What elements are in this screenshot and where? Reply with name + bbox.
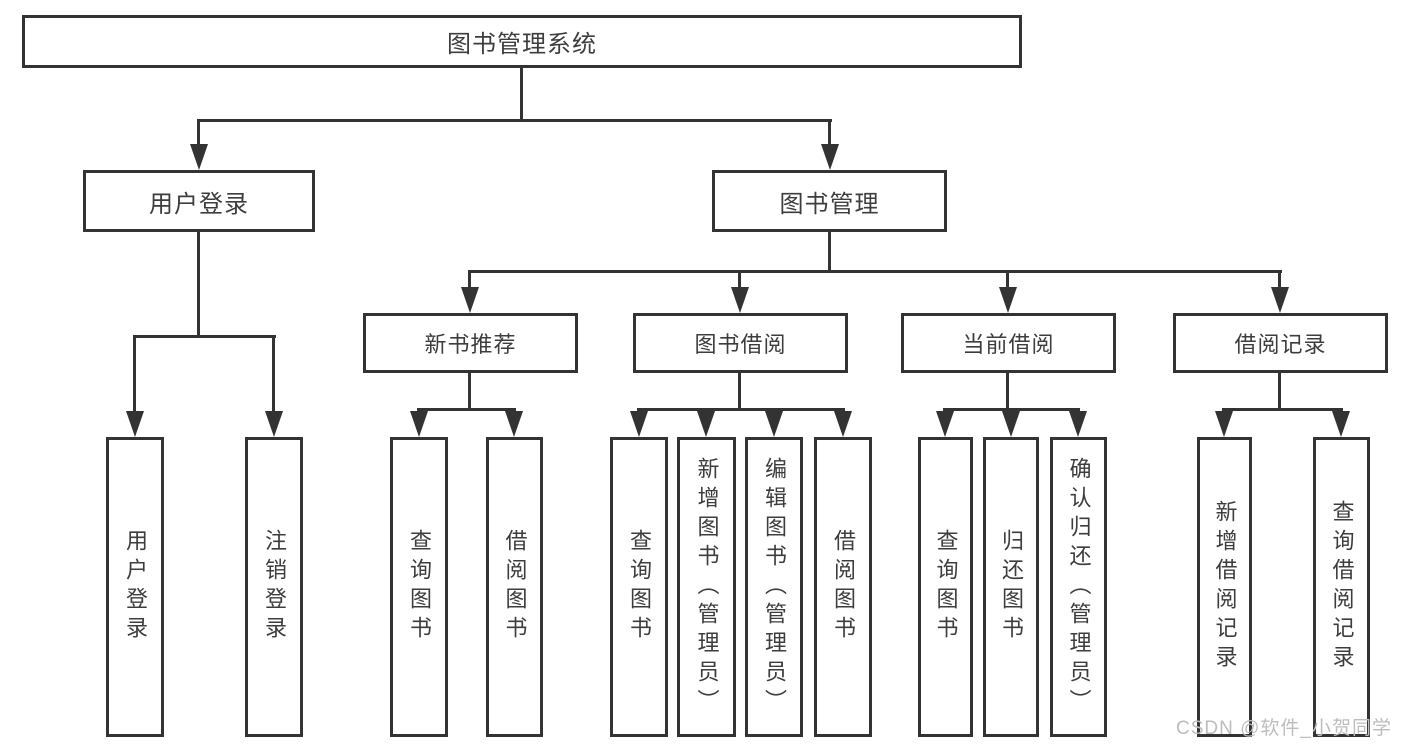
watermark-text: CSDN @软件_小贺同学 bbox=[1176, 718, 1392, 739]
node-borrowing-records: 借阅记录 bbox=[1173, 313, 1388, 373]
leaf-logout: 注销登录 bbox=[245, 437, 303, 737]
connector-root-stem bbox=[520, 68, 523, 121]
connector-level2-hline bbox=[468, 270, 1282, 273]
leaf-label: 确认归还（管理员） bbox=[1066, 456, 1092, 718]
node-user-login: 用户登录 bbox=[83, 170, 315, 232]
connector-book-stem bbox=[828, 232, 831, 272]
node-book-management: 图书管理 bbox=[712, 170, 947, 232]
connector-book-mgmt-drop bbox=[828, 119, 831, 146]
arrow-down-icon bbox=[126, 411, 144, 437]
leaf-label: 查询图书 bbox=[627, 529, 652, 645]
arrow-down-icon bbox=[765, 411, 783, 437]
leaf-borrow-books-b: 借阅图书 bbox=[814, 437, 872, 737]
arrow-down-icon bbox=[1002, 411, 1020, 437]
leaf-label: 查询借阅记录 bbox=[1329, 500, 1355, 674]
leaf-label: 借阅图书 bbox=[831, 529, 856, 645]
arrow-down-icon bbox=[505, 411, 523, 437]
connector-records-drop bbox=[1278, 270, 1281, 287]
arrow-down-icon bbox=[731, 287, 749, 313]
connector-borrow-drop bbox=[738, 270, 741, 287]
connector-level1-hline bbox=[197, 119, 832, 122]
connector-current-drop bbox=[1006, 270, 1009, 287]
connector-groupD-hline bbox=[1222, 408, 1343, 411]
leaf-label: 编辑图书（管理员） bbox=[762, 456, 787, 718]
connector-groupB-hline bbox=[637, 408, 845, 411]
arrow-down-icon bbox=[461, 287, 479, 313]
arrow-down-icon bbox=[410, 411, 428, 437]
leaf-label: 注销登录 bbox=[262, 529, 287, 645]
node-new-book-recommend: 新书推荐 bbox=[363, 313, 578, 373]
connector-groupA-stem bbox=[468, 373, 471, 410]
leaf-query-borrow-record: 查询借阅记录 bbox=[1313, 437, 1370, 737]
leaf-add-borrow-record: 新增借阅记录 bbox=[1197, 437, 1252, 737]
leaf-label: 新增图书（管理员） bbox=[694, 456, 720, 718]
arrow-down-icon bbox=[1332, 411, 1350, 437]
leaf-label: 归还图书 bbox=[999, 529, 1024, 645]
connector-groupA-hline bbox=[417, 408, 516, 411]
leaf-edit-books-admin: 编辑图书（管理员） bbox=[745, 437, 803, 737]
arrow-down-icon bbox=[190, 144, 208, 170]
connector-groupC-hline bbox=[943, 408, 1080, 411]
leaf-label: 借阅图书 bbox=[502, 529, 528, 645]
leaf-borrow-books-a: 借阅图书 bbox=[486, 437, 543, 737]
leaf-return-books: 归还图书 bbox=[983, 437, 1039, 737]
arrow-down-icon bbox=[1271, 287, 1289, 313]
arrow-down-icon bbox=[1069, 411, 1087, 437]
arrow-down-icon bbox=[697, 411, 715, 437]
arrow-down-icon bbox=[936, 411, 954, 437]
node-current-borrowing: 当前借阅 bbox=[901, 313, 1116, 373]
leaf-query-books-a: 查询图书 bbox=[390, 437, 448, 737]
connector-newbook-drop bbox=[468, 270, 471, 287]
leaf-label: 用户登录 bbox=[123, 529, 148, 645]
leaf-label: 查询图书 bbox=[407, 529, 432, 645]
connector-user-leaf2-drop bbox=[272, 335, 275, 413]
leaf-add-books-admin: 新增图书（管理员） bbox=[677, 437, 736, 737]
arrow-down-icon bbox=[265, 411, 283, 437]
connector-user-login-drop bbox=[197, 119, 200, 146]
connector-groupC-stem bbox=[1006, 373, 1009, 410]
leaf-query-books-c: 查询图书 bbox=[918, 437, 973, 737]
leaf-confirm-return-admin: 确认归还（管理员） bbox=[1050, 437, 1107, 737]
leaf-user-login: 用户登录 bbox=[106, 437, 164, 737]
connector-groupD-stem bbox=[1278, 373, 1281, 410]
node-library-management-system: 图书管理系统 bbox=[22, 15, 1022, 68]
arrow-down-icon bbox=[1215, 411, 1233, 437]
node-book-borrowing: 图书借阅 bbox=[633, 313, 848, 373]
leaf-query-books-b: 查询图书 bbox=[610, 437, 668, 737]
leaf-label: 新增借阅记录 bbox=[1212, 500, 1238, 674]
arrow-down-icon bbox=[834, 411, 852, 437]
connector-user-stem bbox=[197, 232, 200, 337]
connector-user-hline bbox=[133, 335, 276, 338]
arrow-down-icon bbox=[630, 411, 648, 437]
arrow-down-icon bbox=[999, 287, 1017, 313]
arrow-down-icon bbox=[821, 144, 839, 170]
leaf-label: 查询图书 bbox=[933, 529, 959, 645]
connector-groupB-stem bbox=[738, 373, 741, 410]
connector-user-leaf1-drop bbox=[133, 335, 136, 413]
